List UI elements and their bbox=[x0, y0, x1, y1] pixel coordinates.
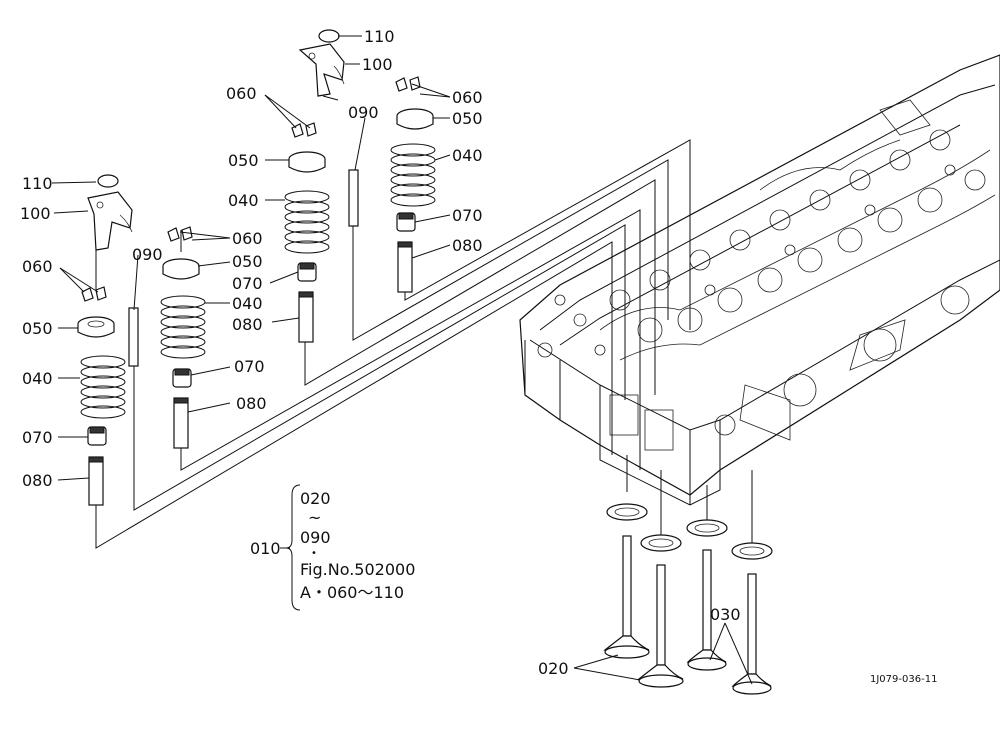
note-tilde: ~ bbox=[308, 508, 321, 527]
cylinder-head bbox=[519, 54, 1000, 506]
label-030: 030 bbox=[710, 605, 741, 624]
part-100-bridge-upper bbox=[298, 43, 345, 97]
part-050-retainer-mid-left bbox=[162, 258, 200, 280]
label-080-mid-b: 080 bbox=[236, 394, 267, 413]
label-080-mid-a: 080 bbox=[232, 315, 263, 334]
part-060-keepers-upper-a bbox=[291, 122, 317, 138]
label-090-left: 090 bbox=[132, 245, 163, 264]
part-040-spring-left bbox=[80, 355, 126, 419]
part-040-spring-upper-b bbox=[390, 143, 436, 207]
label-100-left: 100 bbox=[20, 204, 51, 223]
part-070-seal-upper bbox=[297, 262, 317, 282]
label-100-upper: 100 bbox=[362, 55, 393, 74]
part-040-spring-mid-left bbox=[160, 295, 206, 359]
label-010: 010 bbox=[250, 539, 281, 558]
part-060-keepers-left bbox=[81, 286, 107, 302]
valve-seat-ring-3 bbox=[686, 519, 728, 537]
part-110-cap-upper bbox=[318, 29, 340, 43]
label-050-upper-right: 050 bbox=[452, 109, 483, 128]
part-100-bridge-left bbox=[87, 191, 133, 251]
label-090-upper: 090 bbox=[348, 103, 379, 122]
valve-seat-ring-4 bbox=[731, 542, 773, 560]
part-050-retainer-upper bbox=[288, 151, 326, 173]
part-070-seal-mid-left bbox=[172, 368, 192, 388]
part-080-guide-left bbox=[88, 456, 104, 506]
part-060-keepers-upper-b bbox=[395, 76, 421, 92]
label-060-mid: 060 bbox=[232, 229, 263, 248]
part-080-guide-upper-b bbox=[397, 241, 413, 293]
part-070-seal-left bbox=[87, 426, 107, 446]
label-080-upper-right: 080 bbox=[452, 236, 483, 255]
label-040-upper-right: 040 bbox=[452, 146, 483, 165]
label-040-upper: 040 bbox=[228, 191, 259, 210]
label-leaders bbox=[51, 35, 753, 685]
part-090-rod-left bbox=[128, 307, 139, 367]
part-050-retainer-left bbox=[77, 316, 115, 338]
note-subset: A・060～110 bbox=[300, 583, 404, 602]
label-050-left: 050 bbox=[22, 319, 53, 338]
label-040-left: 040 bbox=[22, 369, 53, 388]
label-070-mid-b: 070 bbox=[234, 357, 265, 376]
valve-group-upper bbox=[284, 29, 436, 343]
label-070-mid-a: 070 bbox=[232, 274, 263, 293]
label-110-left: 110 bbox=[22, 174, 53, 193]
note-range-end: 090 bbox=[300, 528, 331, 547]
note-range-start: 020 bbox=[300, 489, 331, 508]
valve-intake-1 bbox=[603, 535, 650, 659]
label-040-mid: 040 bbox=[232, 294, 263, 313]
label-070-upper-right: 070 bbox=[452, 206, 483, 225]
assembly-lines bbox=[95, 95, 691, 549]
label-050-upper: 050 bbox=[228, 151, 259, 170]
label-060-upper-right: 060 bbox=[452, 88, 483, 107]
valve-intake-2 bbox=[637, 564, 684, 688]
valve-seat-ring-1 bbox=[606, 503, 648, 521]
part-110-cap-left bbox=[97, 174, 119, 188]
label-060-upper: 060 bbox=[226, 84, 257, 103]
part-060-keepers-mid-left bbox=[167, 226, 193, 242]
label-020: 020 bbox=[538, 659, 569, 678]
valve-exhaust-1 bbox=[686, 549, 727, 671]
valves bbox=[603, 455, 773, 695]
label-080-left: 080 bbox=[22, 471, 53, 490]
note-fig-ref: Fig.No.502000 bbox=[300, 560, 415, 579]
part-080-guide-mid-left bbox=[173, 397, 189, 449]
label-070-left: 070 bbox=[22, 428, 53, 447]
part-040-spring-upper bbox=[284, 190, 330, 254]
part-050-retainer-upper-b bbox=[396, 108, 434, 130]
valve-group-left bbox=[77, 174, 206, 506]
part-070-seal-upper-b bbox=[396, 212, 416, 232]
label-110-upper: 110 bbox=[364, 27, 395, 46]
valve-exhaust-2 bbox=[731, 573, 772, 695]
note-dot: • bbox=[311, 548, 317, 559]
part-080-guide-upper bbox=[298, 291, 314, 343]
part-labels: 110 100 060 050 040 070 080 090 060 050 … bbox=[20, 27, 937, 685]
label-050-mid: 050 bbox=[232, 252, 263, 271]
label-060-left: 060 bbox=[22, 257, 53, 276]
drawing-code: 1J079-036-11 bbox=[870, 674, 937, 685]
valve-seat-ring-2 bbox=[640, 534, 682, 552]
part-090-rod-upper bbox=[348, 169, 359, 227]
